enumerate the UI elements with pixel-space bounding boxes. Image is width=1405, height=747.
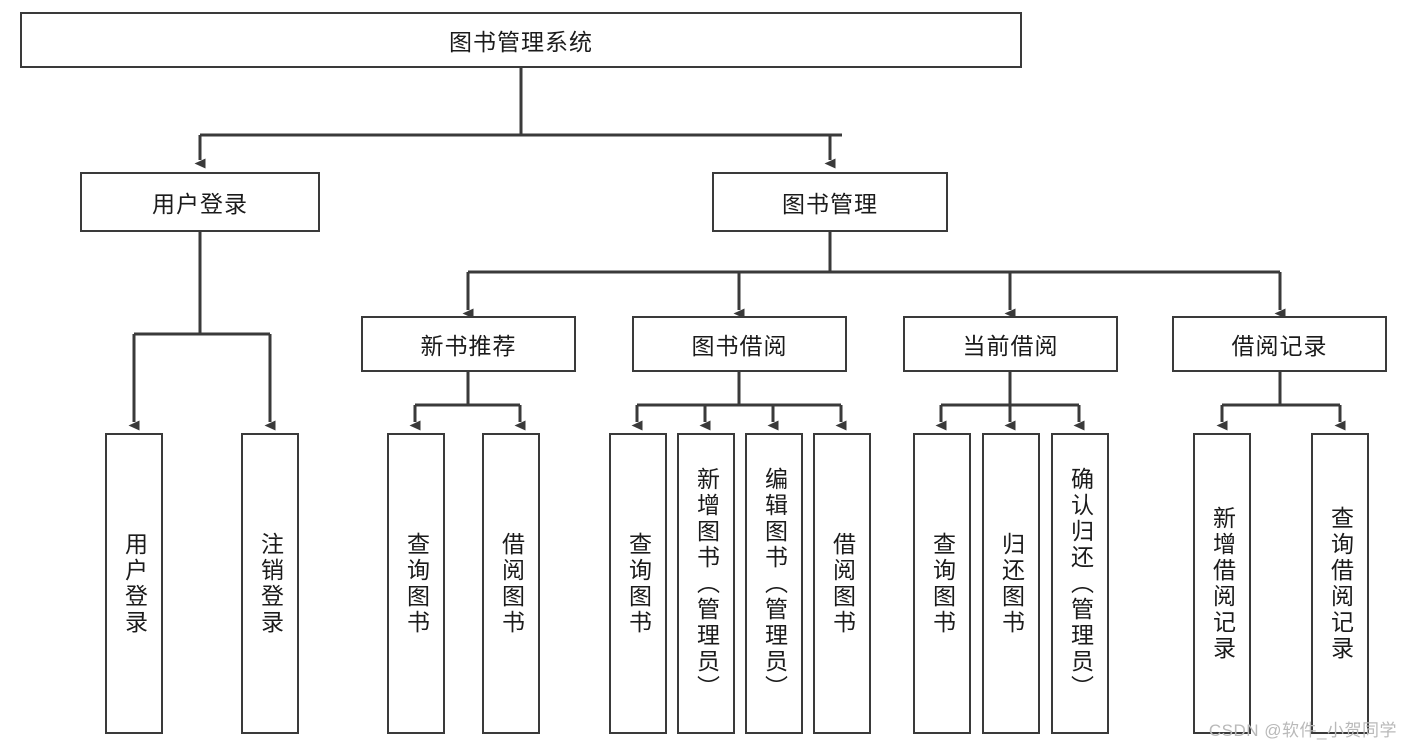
leaf-borrow-book-1-label: 借阅图书 <box>498 531 525 636</box>
leaf-edit-book[interactable]: 编辑图书（管理员） <box>745 433 803 734</box>
leaf-return-book[interactable]: 归还图书 <box>982 433 1040 734</box>
leaf-edit-book-label: 编辑图书（管理员） <box>761 466 788 701</box>
leaf-borrow-book-2-label: 借阅图书 <box>829 531 856 636</box>
leaf-borrow-book-1[interactable]: 借阅图书 <box>482 433 540 734</box>
leaf-query-record[interactable]: 查询借阅记录 <box>1311 433 1369 734</box>
node-book-borrow-label: 图书借阅 <box>691 333 788 359</box>
csdn-watermark: CSDN @软件_小贺同学 <box>1208 721 1397 740</box>
leaf-confirm-return-label: 确认归还（管理员） <box>1067 466 1094 701</box>
node-root-label: 图书管理系统 <box>449 29 593 55</box>
leaf-add-book-label: 新增图书（管理员） <box>693 466 720 701</box>
node-book-management[interactable]: 图书管理 <box>712 172 948 232</box>
leaf-query-book-1[interactable]: 查询图书 <box>387 433 445 734</box>
leaf-borrow-book-2[interactable]: 借阅图书 <box>813 433 871 734</box>
node-book-borrow[interactable]: 图书借阅 <box>632 316 847 372</box>
leaf-add-record-label: 新增借阅记录 <box>1209 505 1236 662</box>
leaf-query-book-3-label: 查询图书 <box>929 531 956 636</box>
node-borrow-record-label: 借阅记录 <box>1231 333 1328 359</box>
node-new-book-recommend-label: 新书推荐 <box>420 333 517 359</box>
node-user-login-label: 用户登录 <box>152 191 248 217</box>
leaf-user-logout[interactable]: 注销登录 <box>241 433 299 734</box>
node-current-borrow[interactable]: 当前借阅 <box>903 316 1118 372</box>
leaf-user-login-label: 用户登录 <box>121 531 148 636</box>
leaf-query-book-1-label: 查询图书 <box>403 531 430 636</box>
leaf-query-record-label: 查询借阅记录 <box>1327 505 1354 662</box>
leaf-query-book-2[interactable]: 查询图书 <box>609 433 667 734</box>
leaf-add-book[interactable]: 新增图书（管理员） <box>677 433 735 734</box>
leaf-query-book-2-label: 查询图书 <box>625 531 652 636</box>
node-user-login[interactable]: 用户登录 <box>80 172 320 232</box>
leaf-user-login[interactable]: 用户登录 <box>105 433 163 734</box>
leaf-query-book-3[interactable]: 查询图书 <box>913 433 971 734</box>
node-borrow-record[interactable]: 借阅记录 <box>1172 316 1387 372</box>
node-new-book-recommend[interactable]: 新书推荐 <box>361 316 576 372</box>
leaf-add-record[interactable]: 新增借阅记录 <box>1193 433 1251 734</box>
leaf-return-book-label: 归还图书 <box>998 531 1025 636</box>
leaf-user-logout-label: 注销登录 <box>257 531 284 636</box>
node-current-borrow-label: 当前借阅 <box>962 333 1059 359</box>
node-root[interactable]: 图书管理系统 <box>20 12 1022 68</box>
node-book-management-label: 图书管理 <box>782 191 878 217</box>
leaf-confirm-return[interactable]: 确认归还（管理员） <box>1051 433 1109 734</box>
